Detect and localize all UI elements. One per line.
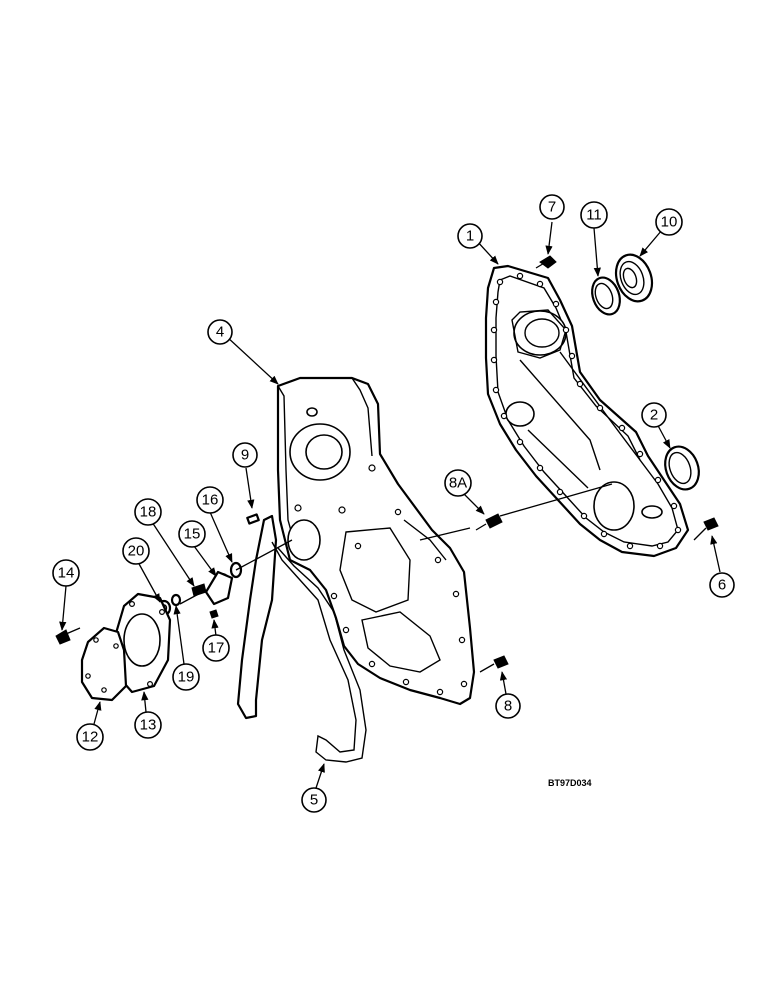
callout-label: 8	[504, 698, 512, 715]
callout-label: 6	[718, 577, 726, 594]
callout-20: 20	[122, 537, 150, 565]
callout-1: 1	[457, 223, 483, 249]
callout-label: 20	[128, 543, 145, 560]
callout-label: 19	[178, 669, 195, 686]
callout-8: 8	[495, 693, 521, 719]
callout-5: 5	[301, 787, 327, 813]
callout-4: 4	[207, 319, 233, 345]
callout-8a: 8A	[444, 469, 472, 497]
callout-11: 11	[580, 201, 608, 229]
callout-label: 4	[216, 324, 224, 341]
callout-label: 17	[208, 640, 225, 657]
callout-label: 14	[58, 565, 75, 582]
callout-label: 18	[140, 504, 157, 521]
callout-6: 6	[709, 572, 735, 598]
callout-label: 5	[310, 792, 318, 809]
bolt-part-8	[479, 655, 509, 673]
callout-label: 12	[82, 729, 99, 746]
bolt-part-14	[55, 627, 81, 645]
callout-16: 16	[196, 486, 224, 514]
gear-housing-part-4	[276, 376, 476, 706]
callout-10: 10	[655, 208, 683, 236]
small-parts-15-20	[156, 561, 243, 619]
callout-label: 8A	[449, 475, 467, 492]
callout-2: 2	[641, 402, 667, 428]
seal-part-11	[591, 276, 621, 316]
callout-label: 15	[184, 526, 201, 543]
callout-label: 1	[466, 228, 474, 245]
callout-label: 16	[202, 492, 219, 509]
bolt-part-6	[693, 517, 719, 541]
callout-label: 11	[586, 207, 602, 224]
callout-15: 15	[178, 520, 206, 548]
callout-12: 12	[76, 723, 104, 751]
callout-label: 7	[548, 199, 556, 216]
seal-part-2	[664, 445, 700, 491]
gasket-part-5	[236, 514, 367, 763]
leader-lines	[59, 221, 721, 789]
cover-plate-part-12	[80, 626, 128, 702]
callout-label: 13	[140, 717, 157, 734]
bolt-part-7	[535, 255, 557, 269]
callout-17: 17	[202, 634, 230, 662]
seal-part-10	[614, 253, 654, 303]
dowel-pin-part-9	[246, 513, 260, 525]
gasket-part-13	[112, 592, 172, 694]
callout-18: 18	[134, 498, 162, 526]
callout-label: 2	[650, 407, 658, 424]
callout-14: 14	[52, 559, 80, 587]
bolt-part-8a	[475, 513, 503, 531]
callout-9: 9	[232, 442, 258, 468]
gear-cover-part-1	[484, 264, 690, 558]
callout-label: 9	[241, 447, 249, 464]
callout-19: 19	[172, 663, 200, 691]
drawing-code: BT97D034	[548, 778, 592, 788]
callout-7: 7	[539, 194, 565, 220]
callout-13: 13	[134, 711, 162, 739]
callout-label: 10	[661, 214, 678, 231]
